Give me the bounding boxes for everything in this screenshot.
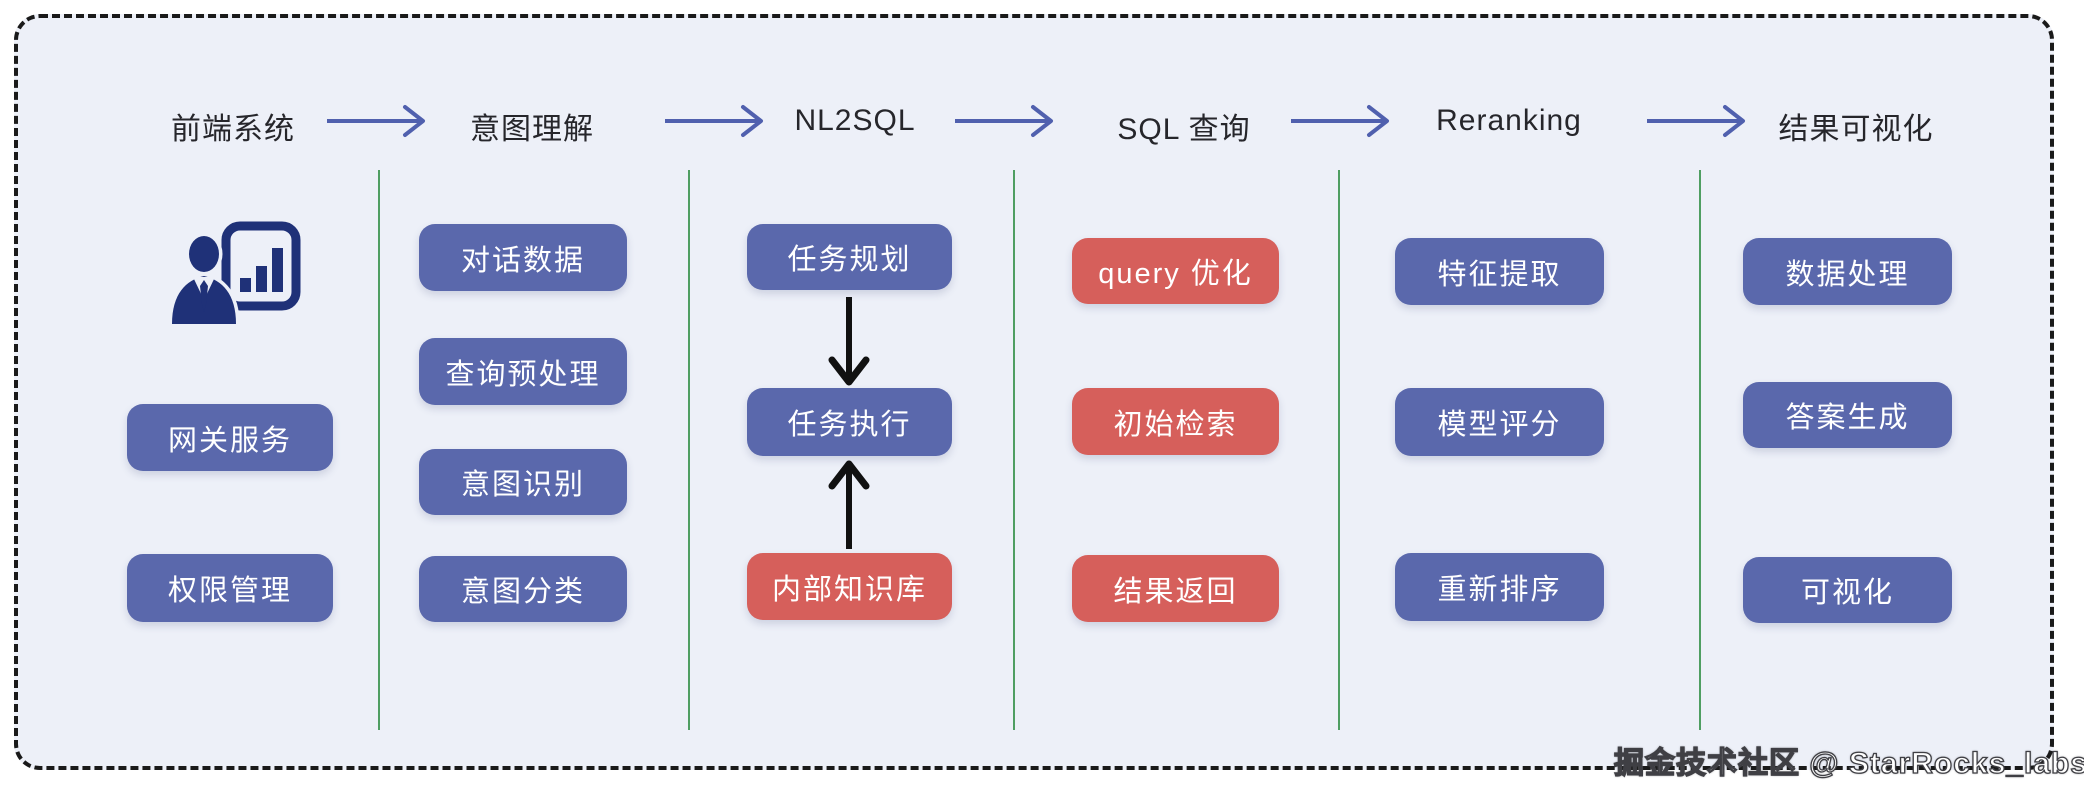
column-divider — [1013, 170, 1015, 730]
arrow-up-icon — [828, 460, 870, 549]
stage-label-intent: 意图理解 — [470, 113, 594, 146]
stage-label-sql-query: SQL 查询 — [1117, 113, 1251, 146]
watermark: 掘金技术社区 @ StarRocks_labs — [1613, 746, 2084, 780]
node-query-optimization: query 优化 — [1072, 238, 1279, 304]
node-result-return: 结果返回 — [1072, 555, 1279, 622]
node-internal-kb: 内部知识库 — [747, 553, 952, 620]
flow-arrow-icon — [955, 105, 1053, 137]
node-resorting: 重新排序 — [1395, 553, 1604, 621]
flow-arrow-icon — [1647, 105, 1745, 137]
node-query-preprocess: 查询预处理 — [419, 338, 627, 405]
stage-label-visualization: 结果可视化 — [1778, 113, 1934, 146]
presenter-chart-icon — [170, 221, 301, 324]
column-divider — [1338, 170, 1340, 730]
flow-arrow-icon — [1291, 105, 1389, 137]
node-visualization: 可视化 — [1743, 557, 1952, 623]
column-divider — [378, 170, 380, 730]
flow-arrow-icon — [665, 105, 763, 137]
dashed-frame — [14, 14, 2054, 770]
column-divider — [688, 170, 690, 730]
flow-arrow-icon — [327, 105, 425, 137]
node-feature-extraction: 特征提取 — [1395, 238, 1604, 305]
node-task-planning: 任务规划 — [747, 224, 952, 290]
stage-label-reranking: Reranking — [1436, 104, 1582, 137]
node-permission-mgmt: 权限管理 — [127, 554, 333, 622]
stage-label-frontend: 前端系统 — [171, 113, 295, 146]
node-data-processing: 数据处理 — [1743, 238, 1952, 305]
node-intent-recognition: 意图识别 — [419, 449, 627, 515]
node-intent-classify: 意图分类 — [419, 556, 627, 622]
node-gateway-service: 网关服务 — [127, 404, 333, 471]
column-divider — [1699, 170, 1701, 730]
node-dialogue-data: 对话数据 — [419, 224, 627, 291]
node-initial-retrieval: 初始检索 — [1072, 388, 1279, 455]
arrow-down-icon — [828, 297, 870, 386]
stage-label-nl2sql: NL2SQL — [794, 104, 916, 137]
node-model-scoring: 模型评分 — [1395, 388, 1604, 456]
node-task-execution: 任务执行 — [747, 388, 952, 456]
node-answer-generation: 答案生成 — [1743, 382, 1952, 448]
